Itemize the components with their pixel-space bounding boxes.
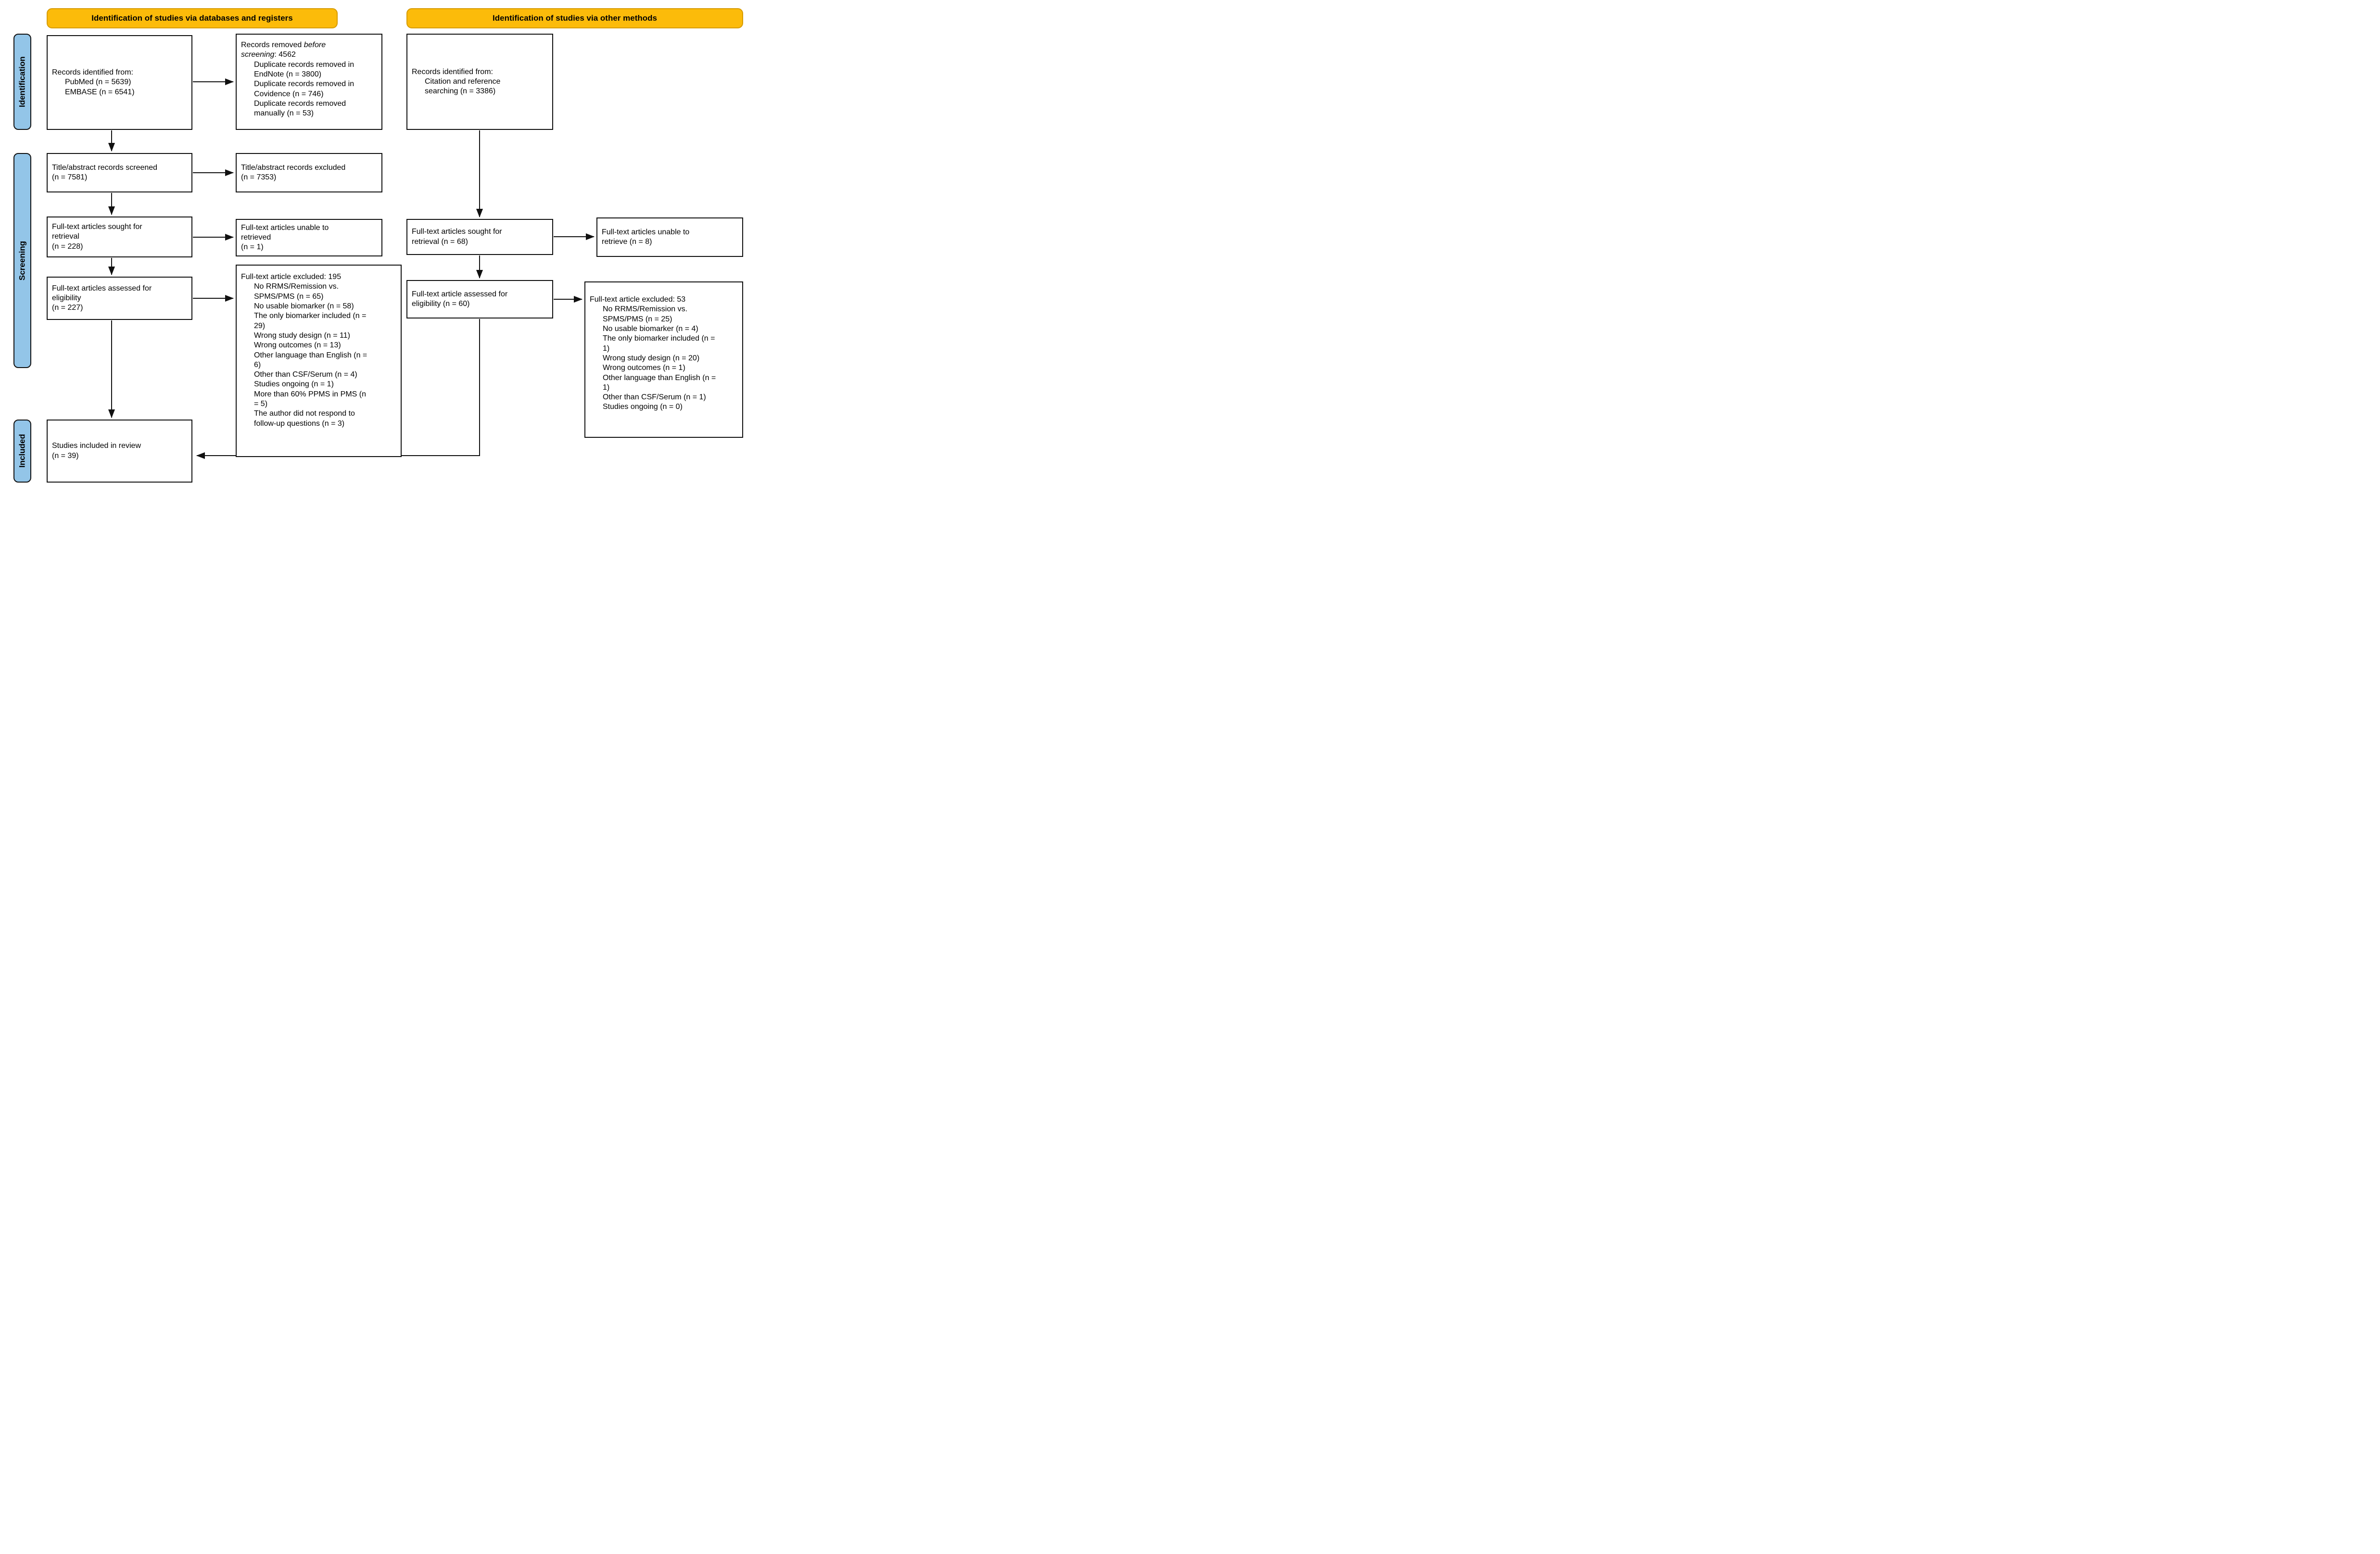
text-line: Other than CSF/Serum (n = 4) bbox=[254, 370, 357, 379]
text-line: Duplicate records removed in Covidence (… bbox=[254, 80, 354, 98]
box-fulltext-assessed-databases: Full-text articles assessed for eligibil… bbox=[47, 277, 192, 320]
text-line: (n = 1) bbox=[241, 243, 264, 252]
box-records-removed-before-screening: Records removed before screening: 4562 D… bbox=[236, 34, 382, 130]
text-line: Duplicate records removed manually (n = … bbox=[254, 99, 346, 118]
banner-databases-registers: Identification of studies via databases … bbox=[47, 8, 338, 28]
text-line: No RRMS/Remission vs. SPMS/PMS (n = 65) bbox=[254, 282, 339, 301]
text-line: Full-text articles unable to bbox=[241, 223, 329, 232]
box-records-identified-databases: Records identified from: PubMed (n = 563… bbox=[47, 35, 192, 130]
text-line: Records removed before screening: 4562 bbox=[241, 40, 377, 60]
box-fulltext-sought-databases: Full-text articles sought for retrieval … bbox=[47, 217, 192, 257]
text-line: Wrong study design (n = 20) bbox=[603, 354, 700, 362]
text-line: eligibility (n = 60) bbox=[412, 300, 470, 308]
text-line: retrieve (n = 8) bbox=[602, 238, 652, 246]
text-line: No usable biomarker (n = 58) bbox=[254, 302, 354, 310]
text-line: Studies ongoing (n = 0) bbox=[603, 403, 683, 411]
text-line: (n = 7353) bbox=[241, 173, 277, 181]
text-line: No usable biomarker (n = 4) bbox=[603, 324, 698, 333]
box-fulltext-assessed-other: Full-text article assessed for eligibili… bbox=[406, 280, 553, 318]
text-line: Full-text articles sought for bbox=[412, 228, 502, 236]
text-line: Studies included in review bbox=[52, 442, 141, 450]
phase-label-identification: Identification bbox=[13, 34, 31, 130]
removed-title-prefix: Records removed bbox=[241, 41, 304, 49]
text-line: (n = 39) bbox=[52, 451, 79, 460]
text-line: Studies ongoing (n = 1) bbox=[254, 380, 334, 389]
text-line: EMBASE (n = 6541) bbox=[65, 88, 135, 96]
text-line: The author did not respond to follow-up … bbox=[254, 409, 355, 428]
text-line: Full-text article excluded: 53 bbox=[590, 295, 686, 304]
text-line: Title/abstract records screened bbox=[52, 163, 158, 172]
text-line: Full-text article excluded: 195 bbox=[241, 273, 342, 281]
text-line: Wrong outcomes (n = 13) bbox=[254, 341, 341, 350]
box-fulltext-excluded-other: Full-text article excluded: 53 No RRMS/R… bbox=[584, 281, 743, 438]
removed-title-suffix: : 4562 bbox=[274, 51, 296, 59]
text-line: Wrong study design (n = 11) bbox=[254, 331, 350, 340]
text-line: Records identified from: bbox=[52, 68, 133, 77]
text-line: Full-text articles unable to bbox=[602, 228, 690, 236]
phase-label-included: Included bbox=[13, 420, 31, 483]
box-fulltext-not-retrieved-other: Full-text articles unable to retrieve (n… bbox=[596, 217, 743, 257]
banner-other-methods: Identification of studies via other meth… bbox=[406, 8, 743, 28]
text-line: (n = 7581) bbox=[52, 173, 88, 181]
text-line: No RRMS/Remission vs. SPMS/PMS (n = 25) bbox=[603, 305, 688, 323]
box-title-abstract-excluded: Title/abstract records excluded (n = 735… bbox=[236, 153, 382, 192]
text-line: retrieval bbox=[52, 232, 79, 241]
prisma-flow-diagram: Identification of studies via databases … bbox=[0, 0, 754, 492]
box-title-abstract-screened: Title/abstract records screened (n = 758… bbox=[47, 153, 192, 192]
phase-label-screening: Screening bbox=[13, 153, 31, 368]
text-line: eligibility bbox=[52, 293, 81, 302]
text-line: Full-text articles assessed for bbox=[52, 284, 152, 293]
box-fulltext-sought-other: Full-text articles sought for retrieval … bbox=[406, 219, 553, 255]
text-line: The only biomarker included (n = 1) bbox=[603, 334, 715, 353]
box-fulltext-not-retrieved-databases: Full-text articles unable to retrieved (… bbox=[236, 219, 382, 256]
text-line: Wrong outcomes (n = 1) bbox=[603, 364, 685, 372]
removed-title-italic: before screening bbox=[241, 41, 326, 59]
box-studies-included: Studies included in review (n = 39) bbox=[47, 420, 192, 483]
text-line: Full-text articles sought for bbox=[52, 223, 142, 231]
text-line: More than 60% PPMS in PMS (n = 5) bbox=[254, 390, 366, 408]
text-line: retrieved bbox=[241, 233, 271, 242]
box-fulltext-excluded-databases: Full-text article excluded: 195 No RRMS/… bbox=[236, 265, 402, 457]
text-line: (n = 228) bbox=[52, 242, 83, 251]
text-line: Other language than English (n = 6) bbox=[254, 351, 367, 369]
text-line: PubMed (n = 5639) bbox=[65, 78, 131, 87]
text-line: Title/abstract records excluded bbox=[241, 163, 346, 172]
text-line: Other than CSF/Serum (n = 1) bbox=[603, 393, 706, 402]
text-line: The only biomarker included (n = 29) bbox=[254, 312, 367, 330]
text-line: Other language than English (n = 1) bbox=[603, 373, 716, 392]
box-records-identified-other: Records identified from: Citation and re… bbox=[406, 34, 553, 130]
text-line: Records identified from: bbox=[412, 67, 493, 76]
text-line: Duplicate records removed in EndNote (n … bbox=[254, 60, 354, 78]
text-line: Citation and reference searching (n = 33… bbox=[425, 77, 501, 96]
text-line: retrieval (n = 68) bbox=[412, 237, 468, 246]
text-line: Full-text article assessed for bbox=[412, 290, 508, 298]
text-line: (n = 227) bbox=[52, 304, 83, 312]
